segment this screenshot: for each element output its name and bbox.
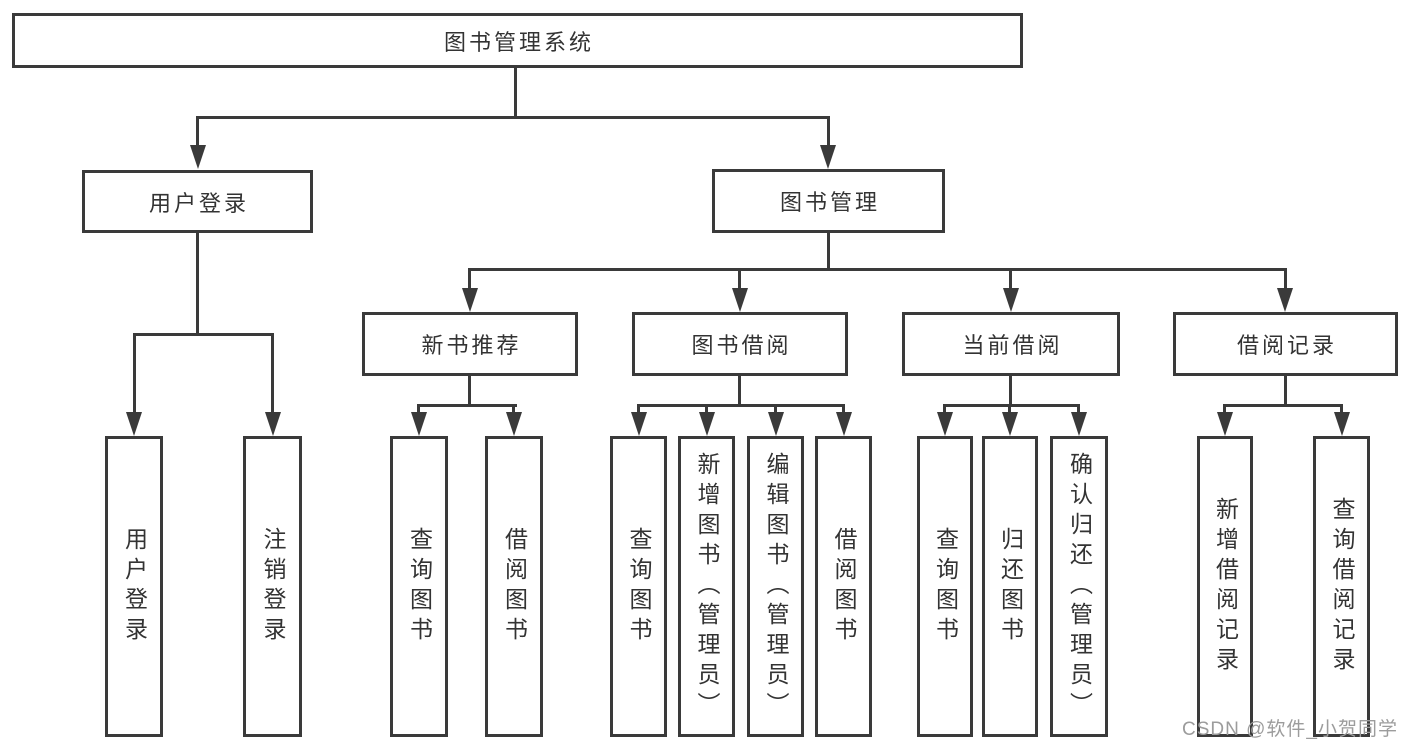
arrow-down-icon — [1071, 412, 1087, 436]
connector-drop — [1077, 404, 1080, 414]
node-borrow-books-recommendation: 借阅图书 — [485, 436, 543, 737]
node-library-management-system: 图书管理系统 — [12, 13, 1023, 68]
arrow-down-icon — [126, 412, 142, 436]
connector-drop — [943, 404, 946, 414]
connector-drop — [1340, 404, 1343, 414]
connector-drop — [637, 404, 640, 414]
node-label: 归还图书 — [997, 526, 1024, 647]
node-query-books-borrowing: 查询图书 — [610, 436, 667, 737]
connector-drop-current-borrowing — [1009, 268, 1012, 290]
node-label: 新增借阅记录 — [1212, 496, 1239, 677]
connector-new-book-branch — [417, 404, 517, 407]
node-query-books-recommendation: 查询图书 — [390, 436, 448, 737]
node-edit-books-admin: 编辑图书（管理员） — [747, 436, 804, 737]
node-logout-leaf: 注销登录 — [243, 436, 302, 737]
node-return-books: 归还图书 — [982, 436, 1038, 737]
node-label: 注销登录 — [260, 526, 286, 647]
node-label: 图书管理 — [779, 190, 880, 215]
node-label: 查询图书 — [626, 526, 652, 647]
arrow-down-icon — [768, 412, 784, 436]
connector-drop — [774, 404, 777, 414]
connector-drop-new-book — [468, 268, 471, 290]
connector-borrowing-records-branch — [1224, 404, 1343, 407]
arrow-down-icon — [631, 412, 647, 436]
arrow-down-icon — [699, 412, 715, 436]
node-label: 确认归还（管理员） — [1066, 451, 1093, 722]
connector-drop-book-borrowing — [738, 268, 741, 290]
arrow-down-icon — [506, 412, 522, 436]
connector-book-borrowing-stem — [738, 376, 741, 407]
node-label: 用户登录 — [121, 526, 148, 647]
arrow-down-icon — [1003, 288, 1019, 312]
connector-drop — [705, 404, 708, 414]
connector-user-login-branch — [133, 333, 274, 336]
connector-borrowing-records-stem — [1284, 376, 1287, 407]
connector-book-management-branch — [468, 268, 1287, 271]
node-query-books-current: 查询图书 — [917, 436, 973, 737]
node-label: 图书管理系统 — [443, 29, 594, 55]
node-book-borrowing: 图书借阅 — [632, 312, 848, 376]
arrow-down-icon — [411, 412, 427, 436]
arrow-down-icon — [836, 412, 852, 436]
node-book-management: 图书管理 — [712, 169, 945, 233]
node-add-books-admin: 新增图书（管理员） — [678, 436, 735, 737]
node-label: 借阅记录 — [1236, 333, 1337, 358]
arrow-down-icon — [1334, 412, 1350, 436]
node-add-borrowing-record: 新增借阅记录 — [1197, 436, 1253, 737]
connector-book-borrowing-branch — [637, 404, 845, 407]
arrow-down-icon — [1217, 412, 1233, 436]
node-label: 用户登录 — [148, 190, 249, 216]
node-label: 编辑图书（管理员） — [763, 451, 789, 722]
connector-new-book-stem — [468, 376, 471, 407]
node-label: 借阅图书 — [831, 526, 857, 647]
arrow-down-icon — [190, 145, 206, 169]
connector-book-management-stem — [827, 233, 830, 271]
node-confirm-return-admin: 确认归还（管理员） — [1050, 436, 1108, 737]
node-new-book-recommendation: 新书推荐 — [362, 312, 578, 376]
connector-root-branch — [197, 116, 830, 119]
node-label: 当前借阅 — [962, 333, 1063, 358]
node-borrow-books-leaf: 借阅图书 — [815, 436, 872, 737]
node-current-borrowing: 当前借阅 — [902, 312, 1120, 376]
connector-user-login-stem — [196, 233, 199, 335]
arrow-down-icon — [1277, 288, 1293, 312]
connector-drop — [1008, 404, 1011, 414]
arrow-down-icon — [937, 412, 953, 436]
node-borrowing-records: 借阅记录 — [1173, 312, 1398, 376]
node-user-login: 用户登录 — [82, 170, 313, 233]
connector-drop — [1223, 404, 1226, 414]
arrow-down-icon — [462, 288, 478, 312]
connector-drop-borrowing-records — [1284, 268, 1287, 290]
arrow-down-icon — [820, 145, 836, 169]
node-label: 图书借阅 — [691, 333, 792, 358]
node-user-login-leaf: 用户登录 — [105, 436, 163, 737]
connector-drop — [417, 404, 420, 414]
connector-drop — [842, 404, 845, 414]
node-label: 查询借阅记录 — [1329, 496, 1355, 677]
node-query-borrowing-record: 查询借阅记录 — [1313, 436, 1370, 737]
arrow-down-icon — [732, 288, 748, 312]
connector-root-stem — [514, 68, 517, 119]
csdn-watermark: CSDN @软件_小贺同学 — [1182, 719, 1398, 740]
connector-drop — [512, 404, 515, 414]
connector-drop-user-login — [196, 116, 199, 146]
connector-drop-book-management — [827, 116, 830, 146]
node-label: 新增图书（管理员） — [694, 451, 720, 722]
node-label: 查询图书 — [932, 526, 959, 647]
connector-drop-logout-leaf — [271, 333, 274, 413]
node-label: 新书推荐 — [421, 333, 522, 358]
node-label: 查询图书 — [406, 526, 433, 647]
arrow-down-icon — [1002, 412, 1018, 436]
connector-drop-user-login-leaf — [133, 333, 136, 413]
connector-current-borrowing-stem — [1009, 376, 1012, 407]
arrow-down-icon — [265, 412, 281, 436]
connector-current-borrowing-branch — [944, 404, 1080, 407]
node-label: 借阅图书 — [501, 526, 528, 647]
